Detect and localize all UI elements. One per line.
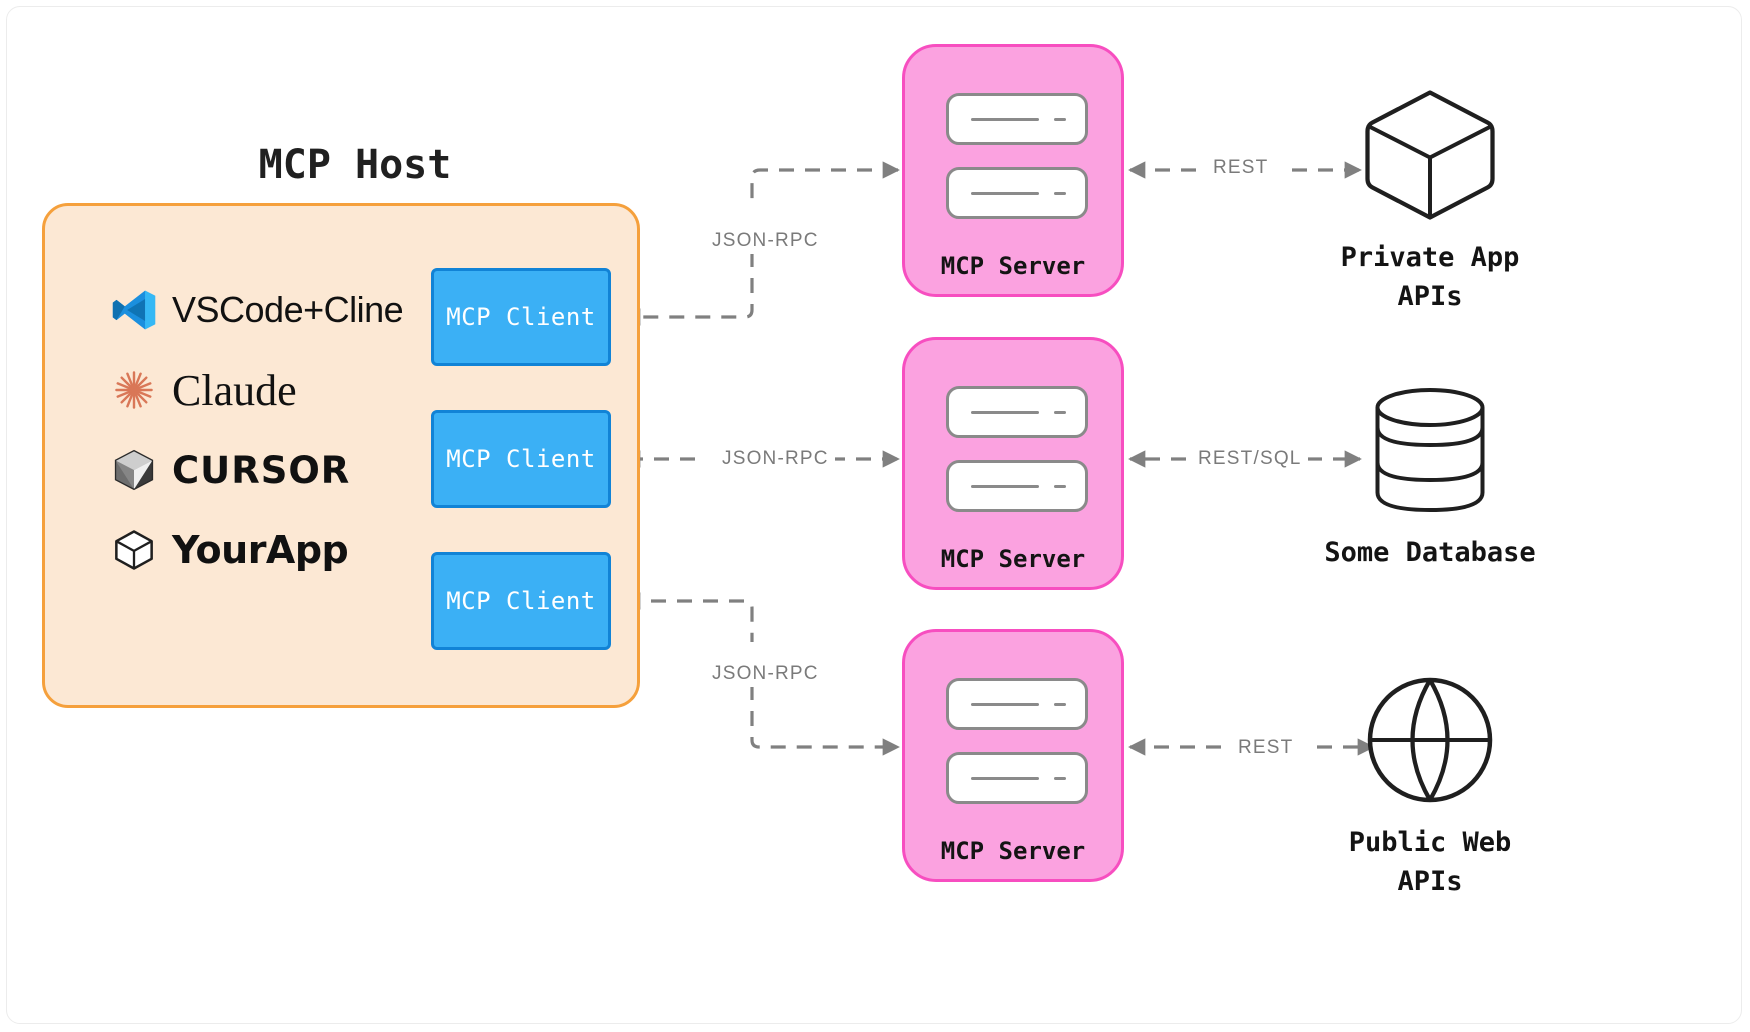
host-app-label-yourapp: YourApp (172, 528, 349, 572)
resource-label-line2: APIs (1397, 866, 1463, 898)
resource-label-line1: Private App (1340, 242, 1520, 273)
card-dash-long-icon (971, 485, 1039, 488)
card-dash-short-icon (1054, 703, 1066, 706)
mcp-server-1[interactable]: MCP Server (902, 44, 1124, 297)
cube-3d-icon (1280, 80, 1580, 230)
resource-label-some-database: Some Database (1280, 533, 1580, 572)
host-app-claude: Claude (110, 350, 440, 430)
card-dash-short-icon (1054, 485, 1066, 488)
edge-label-rest-3: REST (1232, 735, 1300, 761)
edge-label-restsql-2: REST/SQL (1192, 446, 1308, 472)
claude-logo-icon (110, 366, 158, 414)
resource-label-line2: APIs (1397, 281, 1463, 313)
card-dash-long-icon (971, 411, 1039, 414)
edge-jsonrpc-server3-client3 (623, 592, 900, 756)
card-dash-short-icon (1054, 411, 1066, 414)
mcp-client-1[interactable]: MCP Client (431, 268, 611, 366)
host-app-cursor: CURSOR (110, 430, 440, 510)
edge-label-jsonrpc-3: JSON-RPC (706, 661, 825, 687)
resource-label-line1: Public Web (1348, 827, 1512, 858)
server-card (946, 386, 1088, 438)
vscode-logo-icon (110, 286, 158, 334)
cube-outline-icon (110, 526, 158, 574)
mcp-client-3[interactable]: MCP Client (431, 552, 611, 650)
mcp-server-label: MCP Server (940, 252, 1086, 280)
resource-label-line1: Some Database (1324, 537, 1536, 568)
resource-private-app-apis: Private App APIs (1280, 80, 1580, 316)
mcp-server-2[interactable]: MCP Server (902, 337, 1124, 590)
edge-label-jsonrpc-2: JSON-RPC (716, 446, 835, 472)
resource-public-web-apis: Public Web APIs (1280, 665, 1580, 901)
server-card (946, 167, 1088, 219)
resource-label-public-web-apis: Public Web APIs (1280, 823, 1580, 901)
edge-jsonrpc-server1-client1 (623, 161, 900, 326)
edge-label-rest-1: REST (1207, 155, 1275, 181)
card-dash-short-icon (1054, 118, 1066, 121)
globe-icon (1280, 665, 1580, 815)
card-dash-long-icon (971, 703, 1039, 706)
host-app-list: VSCode+Cline (110, 270, 440, 590)
mcp-server-label: MCP Server (940, 837, 1086, 865)
host-app-vscode: VSCode+Cline (110, 270, 440, 350)
card-dash-short-icon (1054, 192, 1066, 195)
host-app-yourapp: YourApp (110, 510, 440, 590)
database-cylinder-icon (1280, 375, 1580, 525)
cursor-logo-icon (110, 446, 158, 494)
server-card (946, 93, 1088, 145)
mcp-client-2[interactable]: MCP Client (431, 410, 611, 508)
host-app-label-claude: Claude (172, 365, 297, 415)
mcp-server-3[interactable]: MCP Server (902, 629, 1124, 882)
mcp-host-title: MCP Host (258, 142, 452, 188)
card-dash-long-icon (971, 118, 1039, 121)
card-dash-long-icon (971, 192, 1039, 195)
card-dash-short-icon (1054, 777, 1066, 780)
resource-label-private-app-apis: Private App APIs (1280, 238, 1580, 316)
server-card (946, 460, 1088, 512)
card-dash-long-icon (971, 777, 1039, 780)
server-card (946, 678, 1088, 730)
host-app-label-cursor: CURSOR (172, 448, 351, 492)
server-card (946, 752, 1088, 804)
resource-some-database: Some Database (1280, 375, 1580, 572)
host-app-label-vscode: VSCode+Cline (172, 289, 404, 330)
mcp-server-label: MCP Server (940, 545, 1086, 573)
edge-label-jsonrpc-1: JSON-RPC (706, 228, 825, 254)
